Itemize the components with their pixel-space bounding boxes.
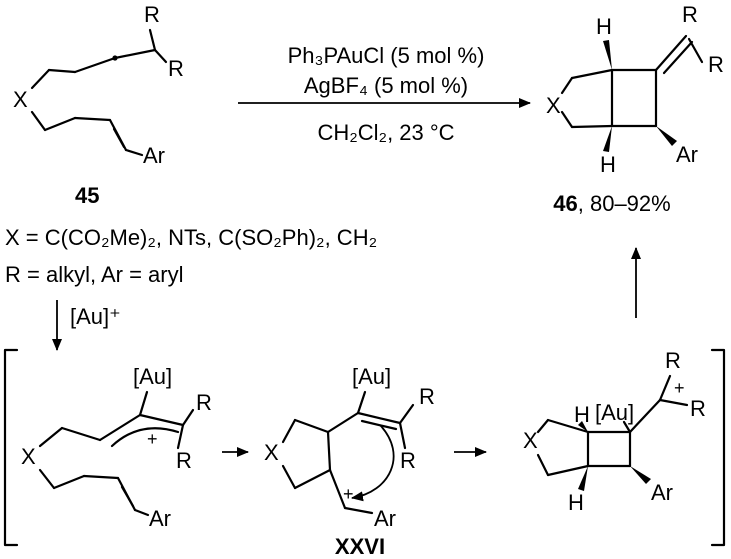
compound-46-yield: , 80–92% xyxy=(578,191,671,216)
curved-electron-arrow xyxy=(351,424,395,502)
left-bracket xyxy=(3,348,19,547)
atom-au-label: [Au] xyxy=(595,400,634,425)
cation-charge: + xyxy=(674,378,685,398)
compound-46-label: 46 xyxy=(553,191,577,216)
cyclobutyl-cation-intermediate: H [Au] R + R X H Ar xyxy=(523,348,706,515)
conditions-text: CH₂Cl₂, 23 °C xyxy=(317,120,454,145)
x-definition-text: X = C(CO₂Me)₂, NTs, C(SO₂Ph)₂, CH₂ xyxy=(5,225,377,250)
atom-h-label: H xyxy=(596,14,612,39)
atom-r-label: R xyxy=(168,56,184,81)
atom-h-label: H xyxy=(568,490,584,515)
right-bracket xyxy=(710,348,726,547)
reagent-catalyst-text: Ph₃PAuCl (5 mol %) xyxy=(288,43,485,68)
intermediate-xxvi-label: XXVI xyxy=(335,534,385,559)
atom-x-label: X xyxy=(21,444,36,469)
compound-45-structure: R R X Ar xyxy=(13,2,184,168)
atom-r-label: R xyxy=(665,348,681,373)
atom-x-label: X xyxy=(546,93,561,118)
cation-charge: + xyxy=(343,484,354,504)
atom-ar-label: Ar xyxy=(374,506,396,531)
atom-h-label: H xyxy=(574,402,590,427)
atom-ar-label: Ar xyxy=(143,143,165,168)
r-definition-text: R = alkyl, Ar = aryl xyxy=(5,262,184,287)
atom-ar-label: Ar xyxy=(676,142,698,167)
allyl-cation-intermediate: [Au] R R X + Ar xyxy=(21,364,212,531)
atom-h-label: H xyxy=(600,152,616,177)
atom-au-label: [Au] xyxy=(352,364,391,389)
atom-r-label: R xyxy=(196,390,212,415)
atom-ar-label: Ar xyxy=(149,506,171,531)
cation-charge: + xyxy=(147,429,158,449)
atom-ar-label: Ar xyxy=(651,480,673,505)
atom-r-label: R xyxy=(682,2,698,27)
atom-r-label: R xyxy=(144,2,160,27)
atom-r-label: R xyxy=(708,52,724,77)
atom-x-label: X xyxy=(13,87,28,112)
compound-46-structure: H R R X H Ar xyxy=(546,2,724,177)
atom-r-label: R xyxy=(419,384,435,409)
catalyst-label: [Au]⁺ xyxy=(70,304,121,329)
atom-r-label: R xyxy=(690,396,706,421)
compound-46-caption: 46, 80–92% xyxy=(553,191,670,216)
atom-x-label: X xyxy=(264,440,279,465)
reagent-silver-text: AgBF₄ (5 mol %) xyxy=(304,73,468,98)
atom-r-label: R xyxy=(400,448,416,473)
atom-x-label: X xyxy=(523,428,538,453)
intermediate-xxvi-structure: [Au] R R X + Ar xyxy=(264,364,435,531)
atom-r-label: R xyxy=(176,448,192,473)
compound-45-label: 45 xyxy=(75,183,99,208)
atom-au-label: [Au] xyxy=(133,364,172,389)
